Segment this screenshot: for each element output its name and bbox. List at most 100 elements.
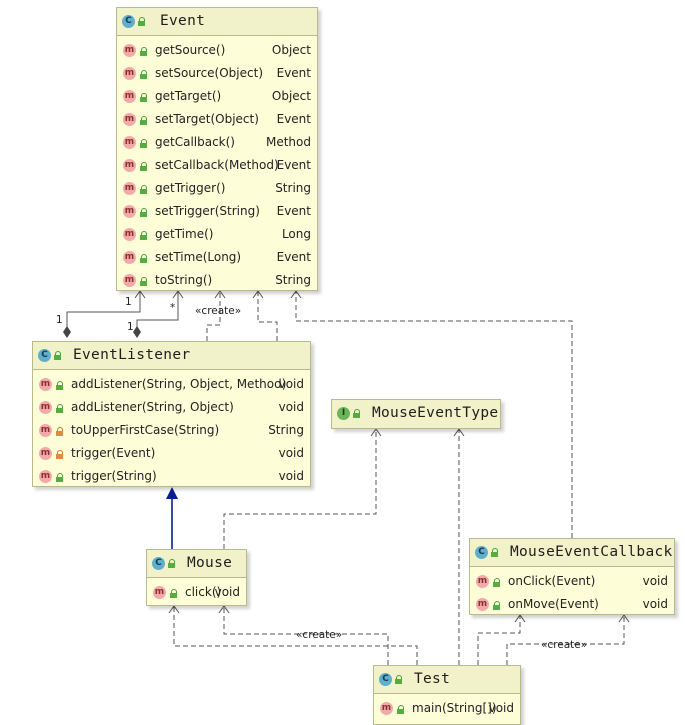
public-visibility-icon [140, 162, 147, 171]
dependency-edge-test-callback [477, 615, 521, 665]
method-icon: m [39, 447, 52, 460]
public-visibility-icon [140, 116, 147, 125]
method-icon: m [39, 401, 52, 414]
public-visibility-icon [140, 139, 147, 148]
multiplicity-many-label: * [170, 302, 176, 314]
return-type: String [275, 181, 311, 195]
public-visibility-icon [56, 381, 63, 390]
composition-edge-1 [66, 291, 141, 337]
method-icon: m [476, 575, 489, 588]
method-signature: trigger(String) [71, 469, 157, 483]
method-signature: toUpperFirstCase(String) [71, 423, 220, 437]
create-arrow-test-mouse [168, 605, 180, 614]
public-visibility-icon [140, 254, 147, 263]
dependency-arrow-test-callback [514, 614, 526, 623]
public-lock-icon [491, 548, 498, 557]
class-icon: C [152, 557, 165, 570]
public-lock-icon [138, 17, 145, 26]
method-icon: m [123, 67, 136, 80]
method-signature: toString() [155, 273, 213, 287]
class-icon: C [475, 546, 488, 559]
public-visibility-icon [493, 601, 500, 610]
composition-edge-2 [136, 291, 179, 337]
return-type: String [275, 273, 311, 287]
public-lock-icon [395, 675, 402, 684]
return-type: Event [276, 250, 311, 264]
multiplicity-label: 1 [127, 321, 134, 333]
member-list: m addListener(String, Object, Method) void… [33, 370, 310, 488]
method-icon: m [39, 378, 52, 391]
create-stereotype-label: «create» [296, 629, 343, 641]
return-type: void [278, 469, 304, 483]
class-header: I MouseEventType [332, 400, 500, 428]
class-header: C Test [374, 666, 520, 694]
method-signature: addListener(String, Object, Method) [71, 377, 287, 391]
dependency-arrow-mouse-type [370, 428, 382, 437]
class-name: Event [160, 13, 206, 29]
multiplicity-label: 1 [56, 314, 63, 326]
return-type: Event [276, 158, 311, 172]
method-icon: m [123, 228, 136, 241]
dependency-edge-mouse-type [223, 429, 377, 549]
public-visibility-icon [493, 578, 500, 587]
composition-diamond-2 [133, 326, 141, 338]
return-type: Event [276, 66, 311, 80]
class-name: MouseEventType [372, 405, 499, 421]
method-signature: onClick(Event) [508, 574, 596, 588]
method-signature: getTarget() [155, 89, 222, 103]
class-name: MouseEventCallback [510, 544, 673, 560]
public-lock-icon [353, 409, 360, 418]
method-signature: getSource() [155, 43, 226, 57]
dependency-edge-test-mouse [223, 606, 389, 665]
class-icon: C [379, 673, 392, 686]
public-visibility-icon [140, 231, 147, 240]
class-mouse-event-callback[interactable]: C MouseEventCallback m onClick(Event) void… [469, 538, 675, 615]
method-signature: getCallback() [155, 135, 235, 149]
package-visibility-icon [56, 473, 63, 482]
method-icon: m [123, 251, 136, 264]
method-signature: setTarget(Object) [155, 112, 259, 126]
dependency-arrow-test-type [453, 428, 465, 437]
member-row[interactable]: m toString() String [117, 269, 317, 292]
return-type: void [488, 701, 514, 715]
method-icon: m [123, 274, 136, 287]
inheritance-arrowhead [166, 487, 178, 499]
interface-mouse-event-type[interactable]: I MouseEventType [331, 399, 501, 429]
method-signature: click() [185, 585, 222, 599]
return-type: void [642, 574, 668, 588]
method-signature: trigger(Event) [71, 446, 156, 460]
dependency-edge-listener-event [257, 291, 278, 341]
method-icon: m [123, 136, 136, 149]
create-arrow-test-callback [618, 614, 630, 623]
class-header: C Event [117, 8, 317, 36]
method-icon: m [123, 90, 136, 103]
member-row[interactable]: m onClick(Event) void [470, 570, 674, 593]
return-type: Long [281, 227, 311, 241]
public-lock-icon [54, 351, 61, 360]
composition-arrow-1 [134, 290, 146, 299]
